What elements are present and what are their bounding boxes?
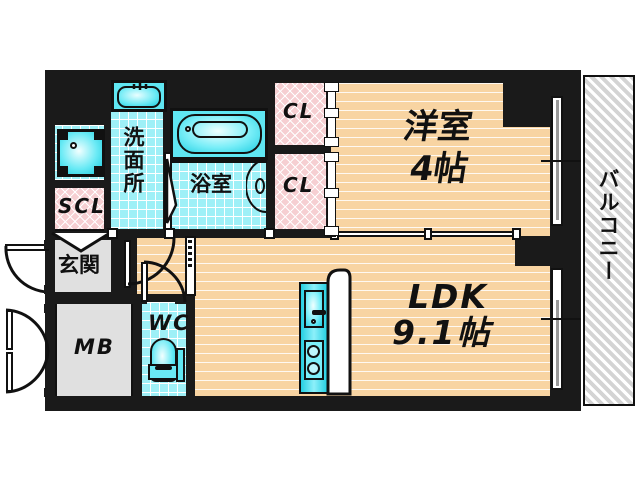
entrance-door-hinge xyxy=(44,240,55,249)
partition-tick-c xyxy=(512,228,521,240)
closet-jamb-1 xyxy=(324,82,339,92)
scl-folding-door[interactable] xyxy=(50,231,112,253)
balcony-label: バルコニー xyxy=(596,168,621,283)
closet-lower-floor xyxy=(274,153,326,236)
room-label-genkan: 玄関 xyxy=(58,253,100,277)
closet-jamb-6 xyxy=(324,226,339,236)
wetarea-jamb-left xyxy=(107,228,118,239)
washer-drain-icon xyxy=(70,142,77,149)
stove-burner-bottom xyxy=(307,362,320,375)
ldk-corner-pillar xyxy=(515,236,550,266)
closet-jamb-2 xyxy=(324,108,339,118)
ldk-entry-sliding-door[interactable] xyxy=(188,240,192,270)
closet-jamb-4 xyxy=(324,152,339,162)
room-area-yoshitsu: 4帖 xyxy=(406,149,471,189)
wall-wc-right xyxy=(186,294,195,404)
room-label-yoshitsu: 洋室 xyxy=(400,107,476,147)
room-label-closet-lower: CL xyxy=(283,173,315,197)
wall-mb-right xyxy=(133,295,142,403)
washroom-door-leaf[interactable] xyxy=(124,240,131,288)
wall-wetarea-bottom xyxy=(110,229,275,238)
washer-pan-corner-tl xyxy=(60,132,68,140)
toilet-seat-mark xyxy=(155,366,172,370)
mb-door-swing-arc-lower xyxy=(5,349,50,394)
wall-bottom xyxy=(45,396,581,411)
room-scl-floor xyxy=(50,186,110,231)
closet-jamb-3 xyxy=(324,137,339,147)
room-label-scl: SCL xyxy=(58,194,106,218)
wall-above-scl xyxy=(45,180,111,188)
partition-tick-b xyxy=(424,228,432,240)
wall-genkan-right xyxy=(111,231,120,293)
refrigerator-space xyxy=(326,268,352,396)
closet-upper-floor xyxy=(274,83,326,145)
room-label-mb: MB xyxy=(74,335,115,359)
washer-pan-corner-bl xyxy=(60,166,68,174)
wall-right-outer-bottom xyxy=(550,388,581,411)
entrance-door-swing-arc xyxy=(4,245,49,294)
washroom-door-swing-arc xyxy=(127,237,176,286)
room-ldk-floor xyxy=(193,236,550,399)
yoshitsu-corner-pillar xyxy=(503,83,550,127)
closet-jamb-5 xyxy=(324,188,339,198)
wall-washroom-left xyxy=(104,83,111,233)
wall-mb-top xyxy=(45,295,142,304)
bathtub-edge-line xyxy=(171,160,267,163)
wall-closet-bottom xyxy=(266,229,331,238)
bathtub-drain-icon xyxy=(185,126,191,132)
wall-top-outer xyxy=(45,70,581,83)
window-yoshitsu-centermark xyxy=(541,160,581,162)
balcony-area xyxy=(583,75,635,406)
kitchen-sink-basin xyxy=(304,290,324,328)
bathroom-door-panel[interactable] xyxy=(163,155,179,227)
wall-bath-closet xyxy=(266,83,275,233)
bathtub-basin xyxy=(177,114,262,154)
bathtub-inner-outline xyxy=(192,121,248,138)
room-label-washroom: 洗面所 xyxy=(121,126,146,195)
stove-burner-top xyxy=(307,345,320,358)
kitchen-faucet-icon xyxy=(312,310,326,315)
room-area-ldk: 9.1帖 xyxy=(392,313,492,352)
wc-door-swing-arc xyxy=(143,260,187,303)
washer-pan-corner-br xyxy=(94,166,102,174)
room-label-ldk: LDK xyxy=(408,277,488,316)
window-ldk-sash xyxy=(556,300,559,386)
wall-right-outer-mid xyxy=(550,228,581,268)
wetarea-jamb-closet xyxy=(264,228,275,239)
toilet-side-tank xyxy=(176,348,185,382)
mb-door-swing-arc-upper xyxy=(5,308,50,353)
bathroom-shower-fixture xyxy=(246,159,267,213)
wall-between-closets xyxy=(266,145,329,154)
room-label-bathroom: 浴室 xyxy=(190,172,232,196)
washer-pan-corner-tr xyxy=(94,132,102,140)
wetarea-jamb-right xyxy=(164,228,175,239)
room-label-closet-upper: CL xyxy=(283,99,315,123)
mb-door-jamb-bottom xyxy=(44,388,55,397)
window-ldk-centermark xyxy=(541,318,581,320)
room-label-wc: WC xyxy=(148,311,191,335)
mb-door-jamb-top xyxy=(44,304,55,313)
entrance-door-jamb xyxy=(44,285,55,294)
faucet-icon xyxy=(132,82,148,90)
kitchen-drain-icon xyxy=(311,319,316,324)
